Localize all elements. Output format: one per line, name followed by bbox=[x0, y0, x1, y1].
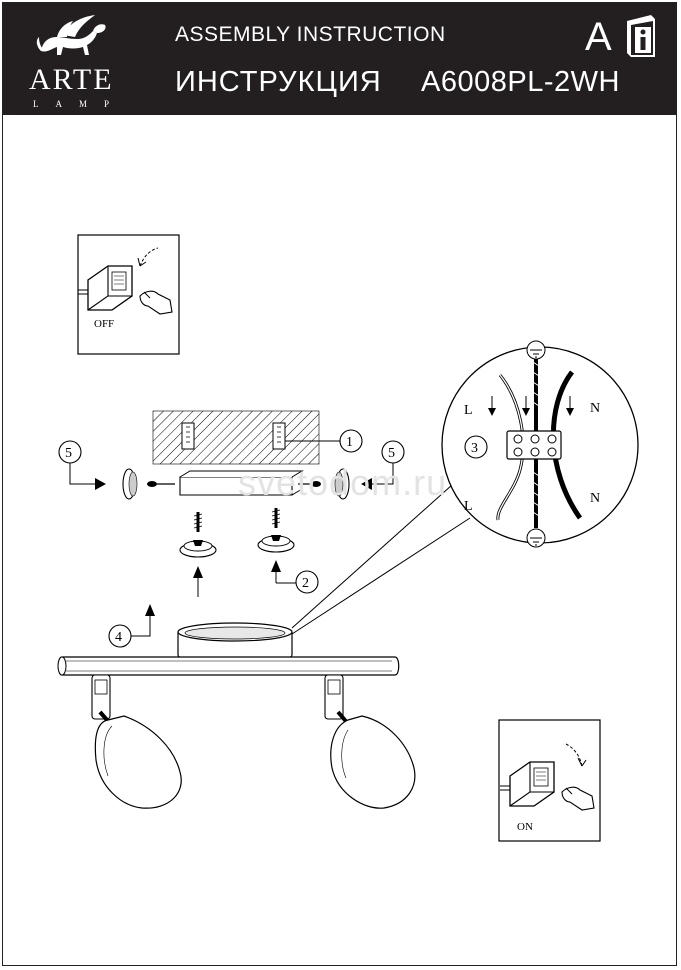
hand-press-icon bbox=[561, 786, 595, 811]
arrow-icon bbox=[271, 560, 281, 572]
arrow-icon bbox=[522, 408, 530, 416]
wall-anchor bbox=[181, 422, 195, 450]
bracket-screw bbox=[298, 481, 321, 487]
brand-logo-subtext: LAMP bbox=[33, 99, 127, 109]
wall-switch-on-icon bbox=[500, 761, 555, 807]
wire-label-L: L bbox=[464, 499, 473, 514]
arrow-icon bbox=[95, 478, 106, 490]
spot-lamp bbox=[324, 674, 416, 809]
title-russian: ИНСТРУКЦИЯ bbox=[175, 66, 382, 98]
arrow-icon bbox=[145, 604, 155, 616]
title-english: ASSEMBLY INSTRUCTION bbox=[175, 23, 446, 46]
arrow-icon bbox=[361, 478, 372, 490]
wire-label-N: N bbox=[590, 491, 600, 506]
wall-switch-off-icon bbox=[78, 265, 133, 311]
step-4-number: 4 bbox=[115, 630, 122, 645]
header-bar: ARTE LAMP ASSEMBLY INSTRUCTION ИНСТРУКЦИ… bbox=[3, 3, 677, 115]
switch-on-label: ON bbox=[517, 821, 533, 833]
step-marker bbox=[464, 435, 488, 459]
step-5-left-number: 5 bbox=[65, 446, 72, 461]
step-2-number: 2 bbox=[302, 576, 309, 591]
wall-anchor bbox=[272, 422, 286, 450]
step-3-number: 3 bbox=[471, 441, 478, 456]
mounting-bracket bbox=[179, 470, 304, 496]
lamp-bar bbox=[57, 656, 400, 676]
ceiling-hatch bbox=[153, 411, 319, 464]
language-letter: A bbox=[585, 15, 612, 59]
curved-arrow-icon bbox=[139, 247, 159, 267]
step-marker bbox=[295, 570, 319, 594]
wire-label-L: L bbox=[464, 403, 473, 418]
switch-on-panel: ON bbox=[498, 719, 601, 842]
hand-press-icon bbox=[139, 290, 173, 315]
bracket-screw bbox=[147, 481, 175, 487]
model-number: A6008PL-2WH bbox=[421, 66, 620, 98]
switch-off-panel: OFF bbox=[77, 234, 180, 355]
mounting-screw bbox=[179, 512, 217, 558]
mounting-screw bbox=[257, 508, 295, 553]
info-booklet-icon bbox=[627, 15, 655, 57]
spot-lamp bbox=[91, 674, 182, 809]
step-5-right-number: 5 bbox=[388, 446, 395, 461]
arrow-icon bbox=[488, 408, 496, 416]
wiring-detail-circle: L L N N 3 bbox=[441, 340, 639, 548]
watermark: svetodom.ru bbox=[238, 462, 448, 503]
step-marker bbox=[339, 429, 363, 453]
wire-label-N: N bbox=[590, 401, 600, 416]
arrow-icon bbox=[566, 408, 574, 416]
curved-arrow-icon bbox=[565, 743, 583, 767]
switch-off-label: OFF bbox=[94, 318, 114, 330]
step-1-number: 1 bbox=[346, 435, 353, 450]
arrow-icon bbox=[193, 566, 203, 578]
lion-logo-icon bbox=[36, 15, 106, 55]
brand-logo-text: ARTE bbox=[29, 63, 114, 96]
